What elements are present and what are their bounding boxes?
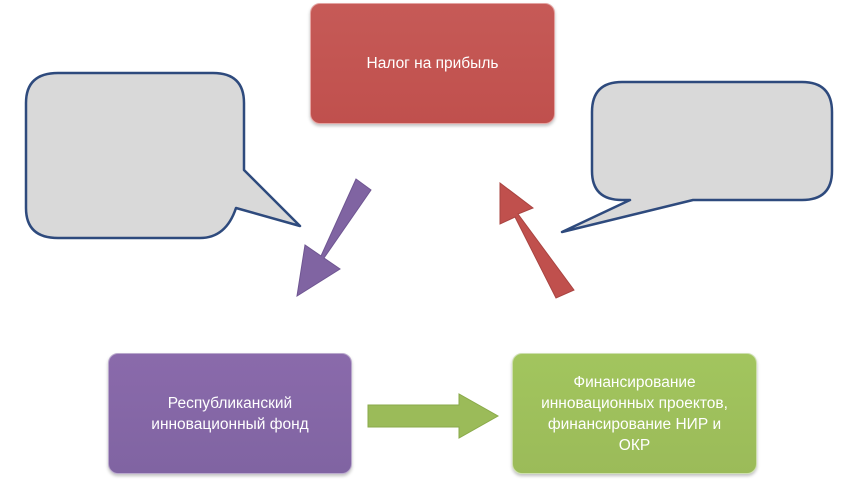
node-financing-label: Финансирование инновационных проектов, ф… xyxy=(541,373,728,454)
node-income-tax: Налог на прибыль xyxy=(310,3,555,124)
node-innovation-fund-label: Республиканский инновационный фонд xyxy=(151,394,309,433)
node-financing: Финансирование инновационных проектов, ф… xyxy=(512,353,757,474)
callout-right xyxy=(560,80,834,234)
arrow-fund-to-financing xyxy=(367,393,500,439)
node-innovation-fund: Республиканский инновационный фонд xyxy=(108,353,352,474)
callout-left xyxy=(24,71,302,240)
node-income-tax-label: Налог на прибыль xyxy=(366,55,499,72)
arrow-financing-to-tax xyxy=(499,181,575,299)
arrow-tax-to-fund xyxy=(296,178,372,298)
